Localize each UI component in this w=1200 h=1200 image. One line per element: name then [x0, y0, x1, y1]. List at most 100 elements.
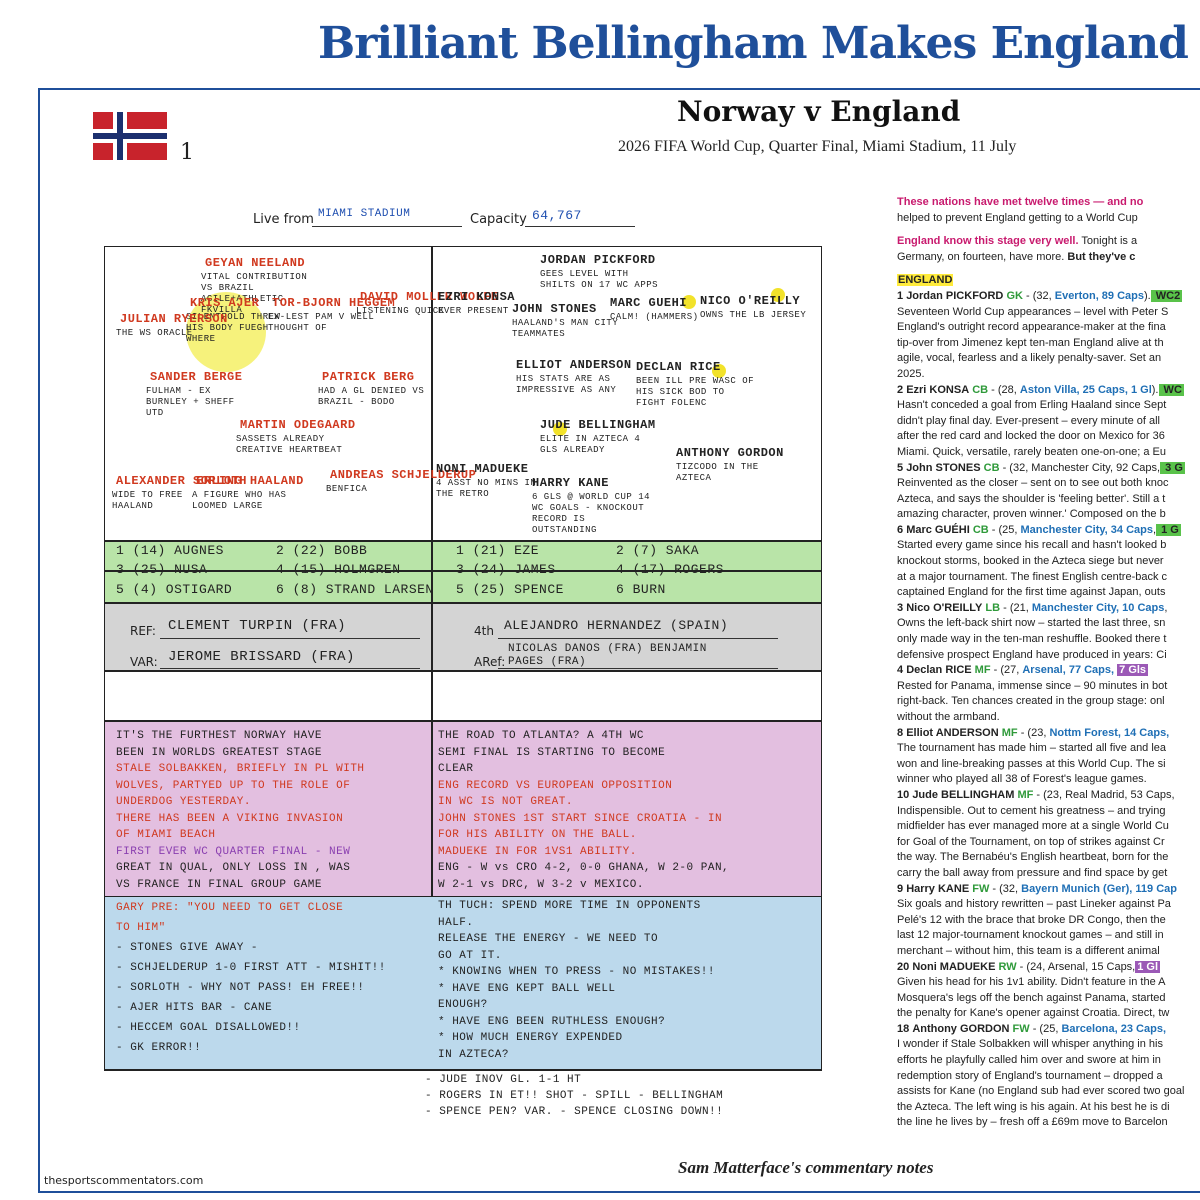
norway-sub: 5 (4) OSTIGARD — [116, 582, 233, 597]
player-entry-text: defensive prospect England have produced… — [897, 648, 1167, 661]
assistant-referees: NICOLAS DANOS (FRA) BENJAMIN PAGES (FRA) — [508, 643, 707, 668]
norway-player-name: GEYAN NEELAND — [205, 256, 306, 270]
entry-field: - (32, — [1022, 289, 1055, 302]
player-entry-header: 3 Nico O'REILLY LB - (21, Manchester Cit… — [897, 601, 1200, 617]
player-entry-header: 9 Harry KANE FW - (32, Bayern Munich (Ge… — [897, 882, 1200, 898]
pre-match-note: MADUEKE IN FOR 1VS1 ABILITY. — [438, 845, 637, 858]
player-entry-text: assists for Kane (no England sub had eve… — [897, 1085, 1185, 1098]
entry-field: Harry KANE — [906, 882, 970, 895]
match-event-note: - SPENCE PEN? VAR. - SPENCE CLOSING DOWN… — [425, 1106, 724, 1118]
capacity-label: Capacity — [470, 212, 527, 227]
player-entry-text: Pelé's 12 with the brace that broke DR C… — [897, 913, 1166, 926]
entry-field: 1 G — [1156, 523, 1181, 536]
player-entry-text: England's outright record appearance-mak… — [897, 321, 1166, 334]
entry-field: Noni MADUEKE — [912, 960, 996, 973]
player-entry-header: 20 Noni MADUEKE RW - (24, Arsenal, 15 Ca… — [897, 960, 1200, 976]
live-note: HALF. — [438, 916, 474, 929]
player-entry-text: didn't play final day. Ever-present – ev… — [897, 414, 1160, 427]
pre-match-note: FIRST EVER WC QUARTER FINAL - NEW — [116, 845, 351, 858]
entry-field: 7 Gls — [1117, 664, 1149, 677]
player-entry-text: 2025. — [897, 367, 925, 380]
entry-field: 8 — [897, 726, 904, 739]
live-note: ENOUGH? — [438, 999, 488, 1011]
norway-player-name: ALEXANDER SORLOTH — [116, 474, 247, 488]
norway-sub: 6 (8) STRAND LARSEN — [276, 582, 434, 597]
entry-field: - (27, — [990, 664, 1023, 677]
intro-line: These nations have met twelve times — an… — [897, 196, 1144, 208]
intro-line: Germany, on fourteen, have more. — [897, 250, 1068, 263]
page-title: Brilliant Bellingham Makes England B — [318, 18, 1200, 69]
entry-field: CB — [972, 523, 989, 536]
england-player-note: 4 ASST NO MINS IN THE RETRO — [436, 478, 537, 499]
norway-player-name: PATRICK BERG — [322, 370, 415, 384]
entry-field: - (25, — [988, 523, 1021, 536]
intro-line: Tonight is a — [1078, 235, 1138, 248]
live-note: * HAVE ENG BEEN RUTHLESS ENOUGH? — [438, 1015, 666, 1028]
ref-label: REF: — [130, 624, 156, 638]
norway-player-note: WIDE TO FREE HAALAND — [112, 490, 183, 511]
england-player-name: MARC GUEHI — [610, 296, 688, 310]
england-sub: 4 (17) ROGERS — [616, 562, 724, 577]
player-entry-text: the line he lives by – fresh off a £69m … — [897, 1116, 1168, 1129]
player-entry-header: 2 Ezri KONSA CB - (28, Aston Villa, 25 C… — [897, 383, 1200, 399]
player-entry-text: without the armband. — [897, 711, 1000, 723]
entry-field: Jude BELLINGHAM — [912, 788, 1015, 801]
norway-player-name: MARTIN ODEGAARD — [240, 418, 356, 432]
norway-player-name: TOR-BJORN HEGGEM — [272, 296, 396, 310]
entry-field: LB — [985, 601, 1001, 614]
england-player-note: EVER PRESENT — [438, 306, 509, 316]
england-player-name: JOHN STONES — [512, 302, 597, 316]
norway-player-name: ERLING HAALAND — [196, 474, 304, 488]
entry-field: MF — [1017, 788, 1034, 801]
player-entry-text: redemption story of England's tournament… — [897, 1069, 1163, 1082]
england-player-note: GEES LEVEL WITH SHILTS ON 17 WC APPS — [540, 269, 659, 290]
pre-match-note: IT'S THE FURTHEST NORWAY HAVE — [116, 730, 322, 742]
pre-match-note: THE ROAD TO ATLANTA? A 4TH WC — [438, 730, 644, 742]
player-entry-text: knockout storms, booked in the Azteca si… — [897, 555, 1164, 568]
match-event-note: - JUDE INOV GL. 1-1 HT — [425, 1074, 582, 1086]
yellow-card-icon — [771, 288, 785, 302]
entry-field: RW — [998, 960, 1017, 973]
player-entry-text: Azteca, and says the shoulder is 'feelin… — [897, 492, 1166, 505]
pre-match-note: IN WC IS NOT GREAT. — [438, 796, 573, 808]
officials-panel — [105, 602, 821, 670]
norway-player-name: JULIAN RYERSON — [120, 312, 228, 326]
match-title: Norway v England — [677, 95, 961, 128]
player-entry-text: only made way in the ten-man reshuffle. … — [897, 633, 1167, 646]
entry-field: Ezri KONSA — [906, 383, 970, 396]
norway-player-note: SASSETS ALREADY CREATIVE HEARTBEAT — [236, 434, 343, 455]
player-entry-text: The tournament has made him – started al… — [897, 742, 1167, 755]
footer-caption: Sam Matterface's commentary notes — [678, 1158, 934, 1177]
var-official: JEROME BRISSARD (FRA) — [168, 649, 355, 665]
pre-match-note: UNDERDOG YESTERDAY. — [116, 796, 251, 808]
entry-field: Manchester City, 10 Caps — [1031, 601, 1165, 614]
pre-match-note: VS FRANCE IN FINAL GROUP GAME — [116, 878, 322, 891]
england-player-note: TIZCODO IN THE AZTECA — [676, 462, 759, 483]
live-note: - STONES GIVE AWAY - — [116, 942, 259, 954]
live-note: - SCHJELDERUP 1-0 FIRST ATT - MISHIT!! — [116, 962, 386, 974]
entry-field: FW — [972, 882, 990, 895]
entry-field: 9 — [897, 882, 904, 895]
england-player-name: JUDE BELLINGHAM — [540, 418, 656, 432]
entry-field: MF — [974, 664, 991, 677]
yellow-card-icon — [712, 364, 726, 378]
norway-player-note: LISTENING QUICK — [356, 306, 445, 316]
norway-player-name: SANDER BERGE — [150, 370, 243, 384]
entry-field: FW — [1012, 1022, 1030, 1035]
player-entry-text: for Goal of the Tournament, on top of st… — [897, 835, 1165, 848]
entry-field: CB — [972, 383, 989, 396]
player-entry-text: tip-over from Jimenez kept ten-man Engla… — [897, 336, 1164, 349]
player-entry-text: midfielder has ever managed more at a si… — [897, 820, 1169, 833]
england-sub: 5 (25) SPENCE — [456, 582, 564, 597]
player-entry-text: carry the ball away from pressure and fi… — [897, 866, 1168, 879]
entry-field: - (32, — [989, 882, 1022, 895]
intro-line: But they've c — [1067, 250, 1136, 263]
england-player-note: HAALAND'S MAN CITY TEAMMATES — [512, 318, 619, 339]
england-player-name: NICO O'REILLY — [700, 294, 801, 308]
player-entry-text: Hasn't conceded a goal from Erling Haala… — [897, 399, 1167, 412]
england-sub: 2 (7) SAKA — [616, 543, 700, 558]
fourth-official-label: 4th — [474, 624, 494, 638]
england-player-name: NONI MADUEKE — [436, 462, 529, 476]
player-entry-text: amazing character, proven winner.' Compo… — [897, 508, 1166, 521]
entry-field: Anthony GORDON — [912, 1022, 1010, 1035]
